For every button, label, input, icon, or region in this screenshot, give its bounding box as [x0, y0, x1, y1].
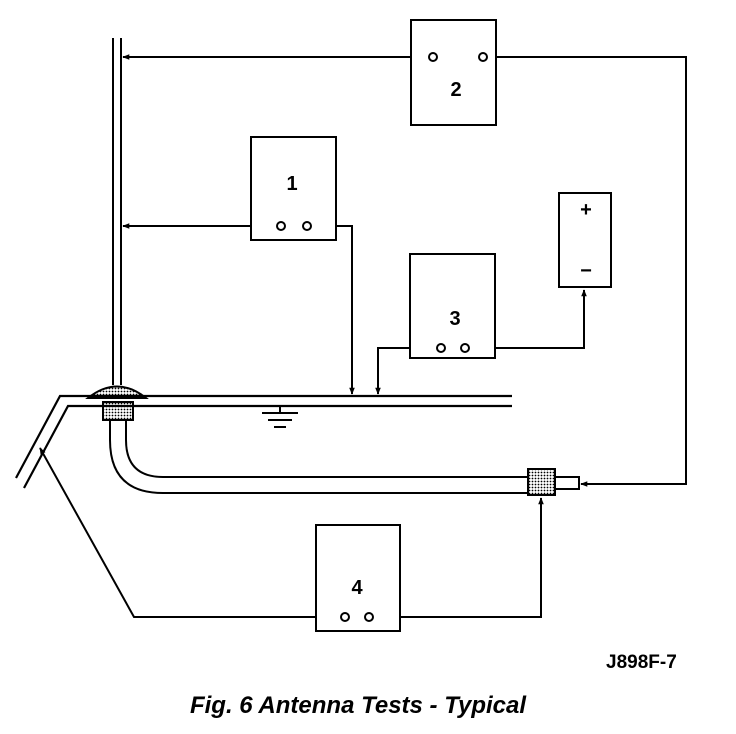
- battery-minus-sign: −: [580, 260, 592, 282]
- meter-1-terminal-right: [302, 221, 312, 231]
- battery: + −: [558, 192, 612, 288]
- antenna-cable: [109, 420, 528, 494]
- meter-4-terminal-right: [364, 612, 374, 622]
- meter-3-label: 3: [449, 308, 460, 330]
- meter-4-terminal-left: [340, 612, 350, 622]
- battery-plus-sign: +: [580, 199, 592, 221]
- wire-meter3-to-battery: [465, 289, 587, 349]
- meter-2-terminal-right: [478, 52, 488, 62]
- wire-meter1-to-ground: [307, 225, 355, 395]
- meter-3-terminal-right: [460, 343, 470, 353]
- cable-connector: [527, 468, 580, 496]
- meter-1: 1: [250, 136, 337, 241]
- antenna-mast: [112, 38, 122, 385]
- meter-3-terminal-left: [436, 343, 446, 353]
- meter-1-label: 1: [286, 173, 297, 195]
- meter-3: 3: [409, 253, 496, 359]
- wire-meter2-to-connector: [483, 56, 687, 487]
- meter-1-terminal-left: [276, 221, 286, 231]
- meter-2: 2: [410, 19, 497, 126]
- ground-symbol: [262, 406, 298, 428]
- antenna-base: [85, 385, 149, 421]
- wire-meter4-to-connector: [369, 497, 544, 618]
- figure-code: J898F-7: [606, 652, 677, 673]
- figure-caption: Fig. 6 Antenna Tests - Typical: [190, 692, 527, 719]
- fender-panel: [15, 394, 512, 489]
- meter-4-label: 4: [351, 577, 363, 599]
- meter-2-label: 2: [450, 79, 461, 101]
- meter-2-terminal-left: [428, 52, 438, 62]
- meter-4: 4: [315, 524, 401, 632]
- wire-meter4-to-fender: [39, 447, 345, 618]
